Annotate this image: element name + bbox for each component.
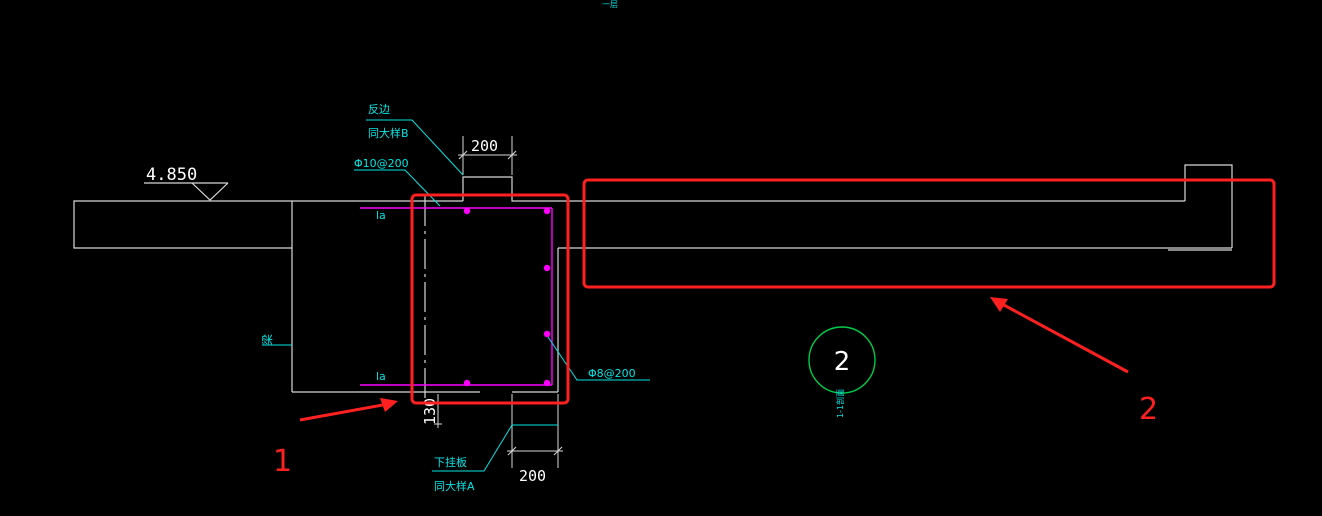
dimension-bottom <box>507 394 563 468</box>
section-bubble-sub: 1-1剖面 <box>835 389 845 418</box>
rebar-dot <box>463 207 471 215</box>
structure-outline <box>73 164 1233 393</box>
rebar-dots <box>463 207 551 387</box>
rebar-dot <box>543 264 551 272</box>
rebar-dot <box>543 379 551 387</box>
rebar-dot <box>463 379 471 387</box>
right-end-curb <box>1184 164 1233 248</box>
elevation-mark <box>144 182 229 201</box>
left-slab-outline <box>73 200 292 249</box>
note-xiaguaban: 下挂板 <box>434 455 467 469</box>
upturn-curb <box>462 176 625 202</box>
highlight-box-2 <box>582 178 1276 289</box>
dim-bottom-value: 200 <box>519 467 546 485</box>
callout-label-1: 1 <box>273 444 292 479</box>
rebar-dot <box>543 207 551 215</box>
note-tong-b: 同大样B <box>368 126 409 140</box>
lap-label-top: la <box>376 209 386 222</box>
note-beam: 梁 <box>260 334 274 345</box>
lap-label-bottom: la <box>376 370 386 383</box>
dim-top-value: 200 <box>471 137 498 155</box>
rebar-group <box>360 207 553 386</box>
callout-arrow-2 <box>990 297 1129 374</box>
dimension-side <box>434 391 442 428</box>
dim-side-value: 130 <box>421 398 439 425</box>
section-bubble-number: 2 <box>834 347 851 377</box>
callout-label-2: 2 <box>1139 392 1158 427</box>
rebar-dot <box>543 330 551 338</box>
note-tong-a: 同大样A <box>434 479 475 493</box>
note-rebar-right: Φ8@200 <box>588 367 636 380</box>
callout-arrow-1 <box>299 398 398 422</box>
dimension-top <box>458 136 517 175</box>
highlight-box-1 <box>410 193 570 405</box>
top-note: 一层 <box>602 0 618 9</box>
note-fanbian: 反边 <box>368 103 390 116</box>
elevation-value: 4.850 <box>146 165 197 185</box>
section-bubble <box>808 326 876 394</box>
note-rebar-top: Φ10@200 <box>354 157 409 170</box>
leader-lines <box>262 119 650 472</box>
